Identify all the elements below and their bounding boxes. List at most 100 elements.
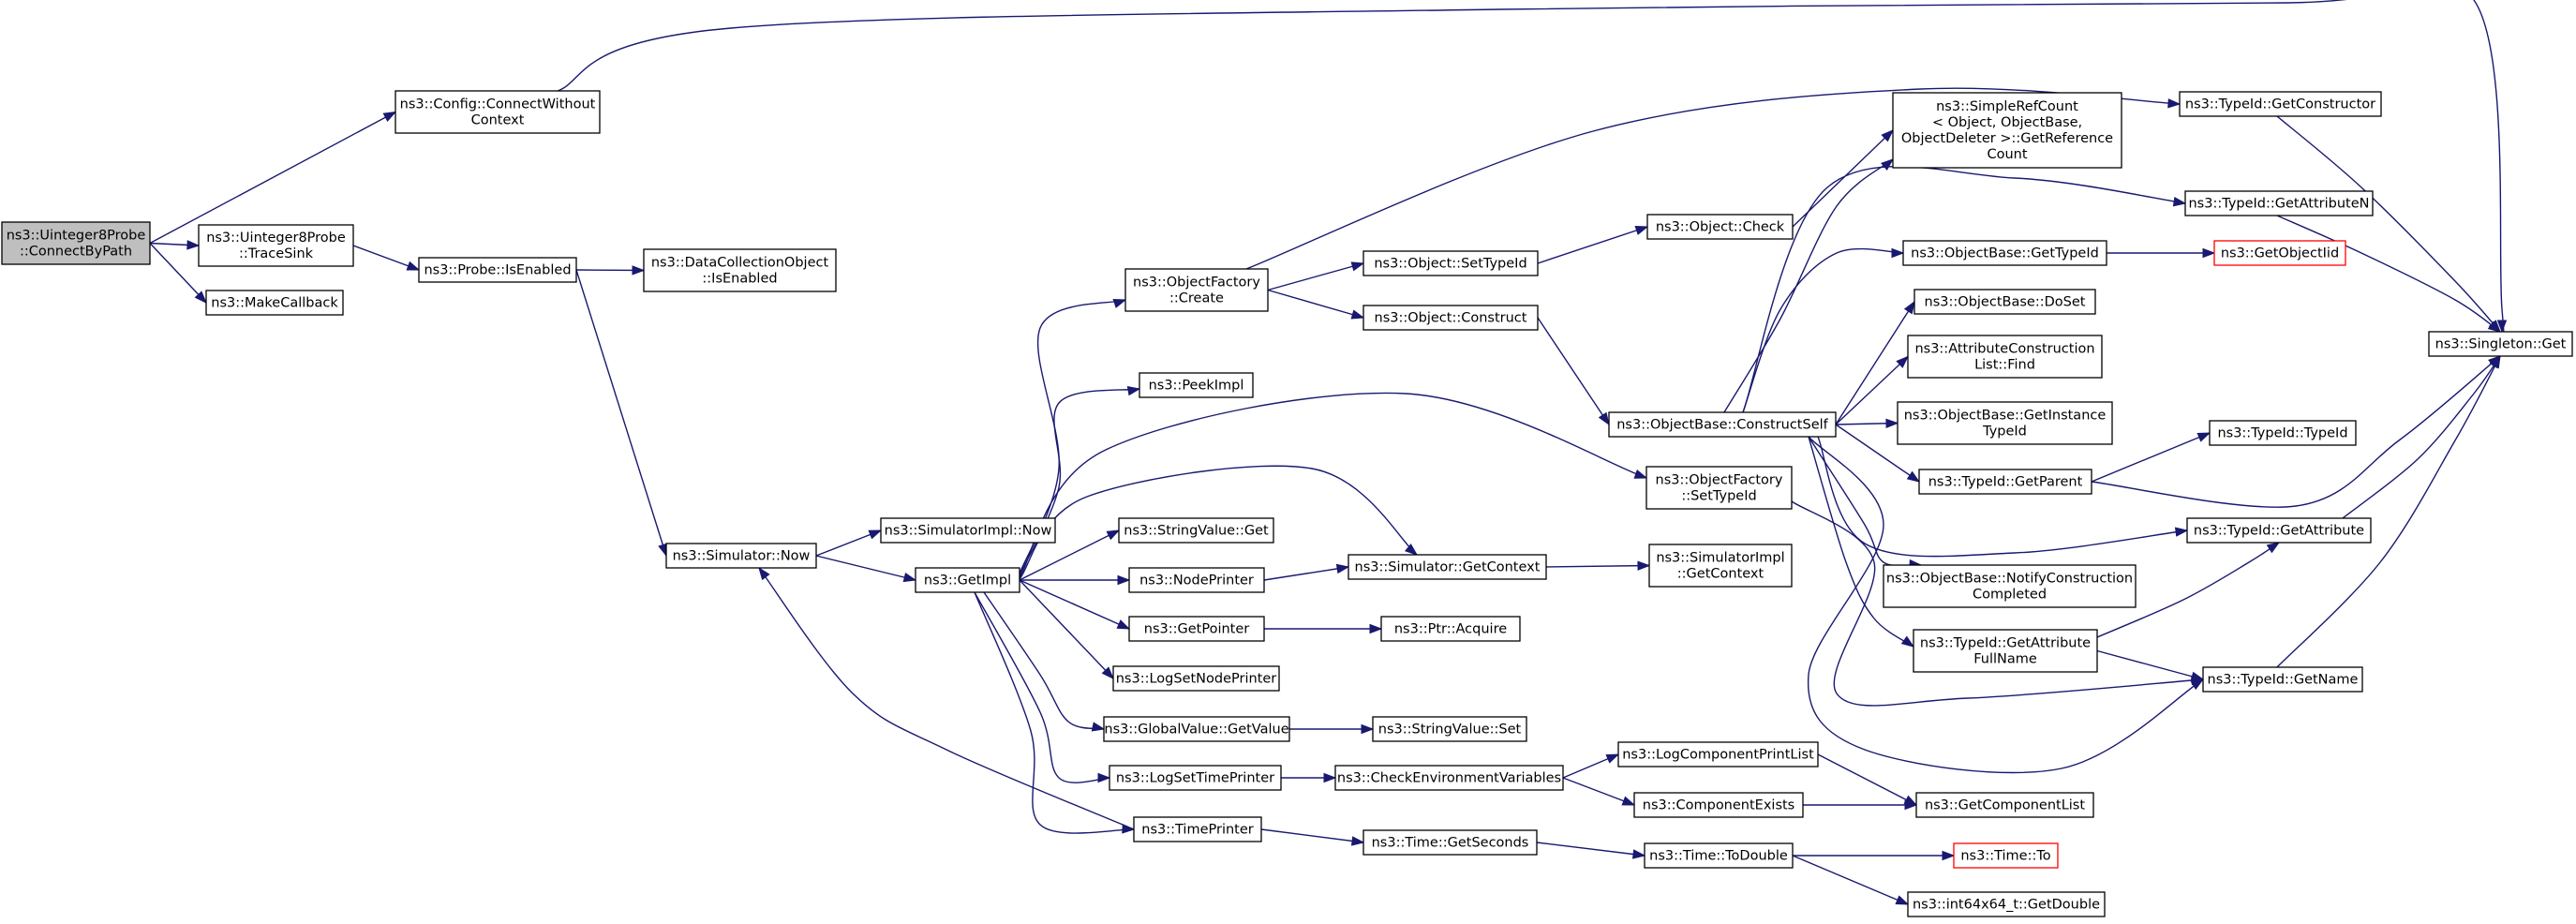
node-obj-set-type-id[interactable]: ns3::Object::SetTypeId	[1362, 250, 1539, 276]
node-get-component-list[interactable]: ns3::GetComponentList	[1915, 792, 2094, 818]
node-obj-factory-create[interactable]: ns3::ObjectFactory::Create	[1124, 268, 1269, 312]
edge-arrowhead	[194, 291, 207, 305]
node-box	[1644, 842, 1794, 869]
edge-line	[1562, 777, 1635, 806]
edge-layer	[149, 0, 2508, 905]
node-obj-check[interactable]: ns3::Object::Check	[1646, 214, 1794, 240]
edge-arrowhead	[1350, 836, 1365, 846]
edge-simulatorGetContext-to-simImplGetContext	[1545, 560, 1651, 571]
node-label-line: ns3::GetObjectIid	[2221, 246, 2339, 261]
node-simulator-now[interactable]: ns3::Simulator::Now	[665, 543, 817, 569]
node-type-id-get-attribute[interactable]: ns3::TypeId::GetAttribute	[2186, 517, 2372, 544]
node-peek-impl[interactable]: ns3::PeekImpl	[1139, 372, 1254, 398]
node-time-to[interactable]: ns3::Time::To	[1953, 842, 2059, 869]
node-box	[1109, 765, 1282, 791]
node-get-object-iid[interactable]: ns3::GetObjectIid	[2213, 240, 2346, 266]
edge-arrowhead	[1904, 799, 1918, 811]
node-box	[1646, 214, 1794, 240]
edge-arrowhead	[1350, 261, 1365, 272]
node-time-get-seconds[interactable]: ns3::Time::GetSeconds	[1362, 829, 1538, 856]
edge-objFactoryCreate-to-objSetTypeId	[1267, 261, 1365, 291]
node-label-line: ns3::Config::ConnectWithout	[400, 97, 596, 112]
node-log-component-print-list[interactable]: ns3::LogComponentPrintList	[1617, 741, 1819, 768]
node-int64-get-double[interactable]: ns3::int64x64_t::GetDouble	[1907, 891, 2106, 917]
node-type-id-get-constructor[interactable]: ns3::TypeId::GetConstructor	[2179, 91, 2382, 117]
node-node-printer[interactable]: ns3::NodePrinter	[1128, 567, 1265, 593]
node-string-value-set[interactable]: ns3::StringValue::Set	[1372, 716, 1527, 742]
node-simulator-get-context[interactable]: ns3::Simulator::GetContext	[1348, 554, 1547, 580]
node-probe-is-enabled[interactable]: ns3::Probe::IsEnabled	[418, 257, 577, 283]
node-type-id-type-id[interactable]: ns3::TypeId::TypeId	[2209, 420, 2357, 446]
edge-line	[575, 269, 667, 557]
node-box	[1953, 842, 2059, 869]
edge-line	[1019, 388, 1140, 576]
edge-objSetTypeId-to-objCheck	[1537, 225, 1649, 264]
edge-checkEnvVars-to-componentExists	[1562, 777, 1636, 806]
node-label-line: ns3::LogSetNodePrinter	[1116, 672, 1277, 687]
node-sim-impl-now[interactable]: ns3::SimulatorImpl::Now	[880, 517, 1056, 544]
node-global-value-get-value[interactable]: ns3::GlobalValue::GetValue	[1103, 716, 1290, 742]
edge-line	[2091, 432, 2211, 483]
node-component-exists[interactable]: ns3::ComponentExists	[1633, 792, 1804, 818]
node-label-line: ::IsEnabled	[702, 272, 777, 287]
node-box	[2428, 331, 2573, 357]
node-box	[1118, 517, 1274, 544]
node-label-line: ns3::LogComponentPrintList	[1622, 748, 1814, 763]
edge-line	[1536, 842, 1645, 857]
node-type-id-get-attribute-n[interactable]: ns3::TypeId::GetAttributeN	[2184, 190, 2374, 216]
node-obj-base-construct-self[interactable]: ns3::ObjectBase::ConstructSelf	[1608, 411, 1837, 438]
node-box	[1907, 891, 2106, 917]
edge-line	[2096, 649, 2204, 680]
node-log-set-node-printer[interactable]: ns3::LogSetNodePrinter	[1112, 665, 1280, 692]
node-label-line: ns3::ObjectFactory	[1133, 276, 1260, 291]
node-check-env-vars[interactable]: ns3::CheckEnvironmentVariables	[1334, 765, 1564, 791]
node-string-value-get[interactable]: ns3::StringValue::Get	[1118, 517, 1274, 544]
edge-timePrinter-to-simulatorNow	[758, 566, 1135, 830]
edge-arrowhead	[1881, 158, 1895, 171]
node-type-id-get-name[interactable]: ns3::TypeId::GetName	[2202, 666, 2363, 693]
node-obj-construct[interactable]: ns3::Object::Construct	[1362, 305, 1539, 331]
node-label-line: ns3::Object::Construct	[1375, 311, 1527, 326]
edge-arrowhead	[2172, 197, 2187, 207]
node-obj-factory-set-type-id[interactable]: ns3::ObjectFactory::SetTypeId	[1645, 466, 1793, 510]
edge-getImpl-to-globalValueGetValue	[983, 591, 1106, 732]
node-label-line: ns3::Object::Check	[1656, 220, 1785, 235]
edge-objConstruct-to-objBaseConstructSelf	[1537, 317, 1610, 426]
node-box	[1913, 289, 2096, 315]
node-label-line: ns3::CheckEnvironmentVariables	[1337, 771, 1561, 786]
edge-arrowhead	[186, 240, 201, 250]
node-sim-impl-get-context[interactable]: ns3::SimulatorImpl::GetContext	[1648, 544, 1793, 588]
node-label-line: ns3::ObjectFactory	[1656, 473, 1783, 488]
edge-arrowhead	[1097, 772, 1111, 783]
node-root[interactable]: ns3::Uinteger8Probe::ConnectByPath	[1, 221, 151, 265]
node-get-impl[interactable]: ns3::GetImpl	[915, 567, 1020, 593]
node-obj-base-notify-construction[interactable]: ns3::ObjectBase::NotifyConstructionCompl…	[1883, 564, 2137, 608]
node-trace-sink[interactable]: ns3::Uinteger8Probe::TraceSink	[198, 224, 354, 267]
edge-arrowhead	[1117, 574, 1131, 586]
node-box	[1907, 335, 2103, 379]
node-box	[1913, 629, 2098, 673]
node-box	[1608, 411, 1837, 438]
edge-objBaseConstructSelf-to-typeIdGetParent	[1835, 424, 1921, 483]
node-simple-ref-count[interactable]: ns3::SimpleRefCount< Object, ObjectBase,…	[1892, 92, 2122, 169]
node-time-printer[interactable]: ns3::TimePrinter	[1133, 816, 1262, 842]
node-ptr-acquire[interactable]: ns3::Ptr::Acquire	[1380, 616, 1521, 642]
node-type-id-get-parent[interactable]: ns3::TypeId::GetParent	[1918, 469, 2092, 495]
node-label-line: ns3::Simulator::Now	[673, 549, 811, 564]
node-obj-base-do-set[interactable]: ns3::ObjectBase::DoSet	[1913, 289, 2096, 315]
node-time-to-double[interactable]: ns3::Time::ToDouble	[1644, 842, 1794, 869]
node-box	[205, 290, 344, 316]
node-singleton-get[interactable]: ns3::Singleton::Get	[2428, 331, 2573, 357]
node-get-pointer[interactable]: ns3::GetPointer	[1128, 616, 1265, 642]
node-log-set-time-printer[interactable]: ns3::LogSetTimePrinter	[1109, 765, 1282, 791]
node-make-callback[interactable]: ns3::MakeCallback	[205, 290, 344, 316]
node-dco-is-enabled[interactable]: ns3::DataCollectionObject::IsEnabled	[643, 248, 837, 292]
node-obj-base-get-type-id[interactable]: ns3::ObjectBase::GetTypeId	[1902, 240, 2107, 266]
node-box	[1348, 554, 1547, 580]
node-label-line: ns3::TypeId::GetParent	[1928, 475, 2083, 490]
edge-line	[1791, 500, 2204, 707]
